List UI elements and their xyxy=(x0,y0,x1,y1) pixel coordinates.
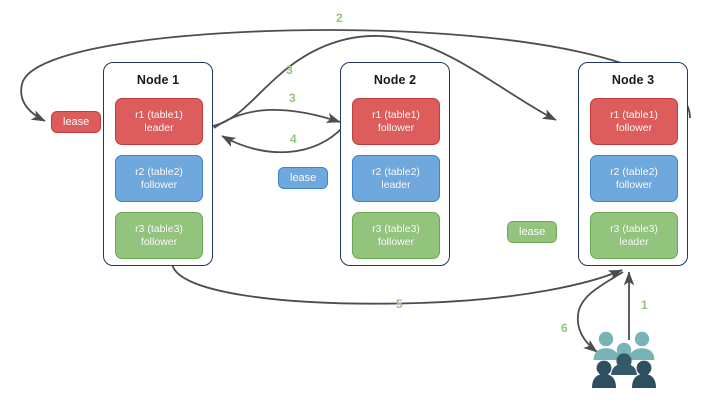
node-card-node-1[interactable]: Node 1 r1 (table1) leader r2 (table2) fo… xyxy=(103,62,213,266)
range-name: r3 (table3) xyxy=(135,222,183,235)
range-name: r1 (table1) xyxy=(610,108,658,121)
range-role: follower xyxy=(377,121,415,134)
step-label-3b: 3 xyxy=(289,91,296,105)
range-node-3-r3[interactable]: r3 (table3) leader xyxy=(590,212,678,259)
range-role: follower xyxy=(615,178,653,191)
range-name: r2 (table2) xyxy=(610,165,658,178)
range-node-2-r3[interactable]: r3 (table3) follower xyxy=(352,212,440,259)
step-label-2: 2 xyxy=(336,11,343,25)
range-role: leader xyxy=(381,178,411,191)
range-node-1-r2[interactable]: r2 (table2) follower xyxy=(115,155,203,202)
range-name: r1 (table1) xyxy=(372,108,420,121)
range-role: leader xyxy=(619,235,649,248)
step-label-6: 6 xyxy=(561,321,568,335)
users-icon xyxy=(592,331,656,388)
range-node-1-r3[interactable]: r3 (table3) follower xyxy=(115,212,203,259)
node-title: Node 1 xyxy=(136,73,180,87)
range-node-2-r1[interactable]: r1 (table1) follower xyxy=(352,98,440,145)
range-name: r1 (table1) xyxy=(135,108,183,121)
lease-chip-r1[interactable]: lease xyxy=(51,111,102,133)
node-title: Node 2 xyxy=(373,73,417,87)
node-card-node-2[interactable]: Node 2 r1 (table1) follower r2 (table2) … xyxy=(340,62,450,266)
step-label-4: 4 xyxy=(290,132,297,146)
range-node-3-r2[interactable]: r2 (table2) follower xyxy=(590,155,678,202)
range-role: follower xyxy=(615,121,653,134)
range-node-2-r2[interactable]: r2 (table2) leader xyxy=(352,155,440,202)
range-role: follower xyxy=(140,178,178,191)
step-label-1: 1 xyxy=(641,298,648,312)
arrow-step-4 xyxy=(221,125,345,154)
range-role: leader xyxy=(144,121,174,134)
range-node-1-r1[interactable]: r1 (table1) leader xyxy=(115,98,203,145)
range-role: follower xyxy=(377,235,415,248)
lease-chip-r2[interactable]: lease xyxy=(278,167,329,189)
step-label-5: 5 xyxy=(396,297,403,311)
range-name: r2 (table2) xyxy=(372,165,420,178)
range-node-3-r1[interactable]: r1 (table1) follower xyxy=(590,98,678,145)
node-card-node-3[interactable]: Node 3 r1 (table1) follower r2 (table2) … xyxy=(578,62,688,266)
node-title: Node 3 xyxy=(611,73,655,87)
range-name: r3 (table3) xyxy=(372,222,420,235)
arrow-step-3-short xyxy=(213,109,341,129)
range-name: r3 (table3) xyxy=(610,222,658,235)
step-label-3a: 3 xyxy=(286,63,293,77)
lease-chip-r3[interactable]: lease xyxy=(507,221,558,243)
range-role: follower xyxy=(140,235,178,248)
range-name: r2 (table2) xyxy=(135,165,183,178)
